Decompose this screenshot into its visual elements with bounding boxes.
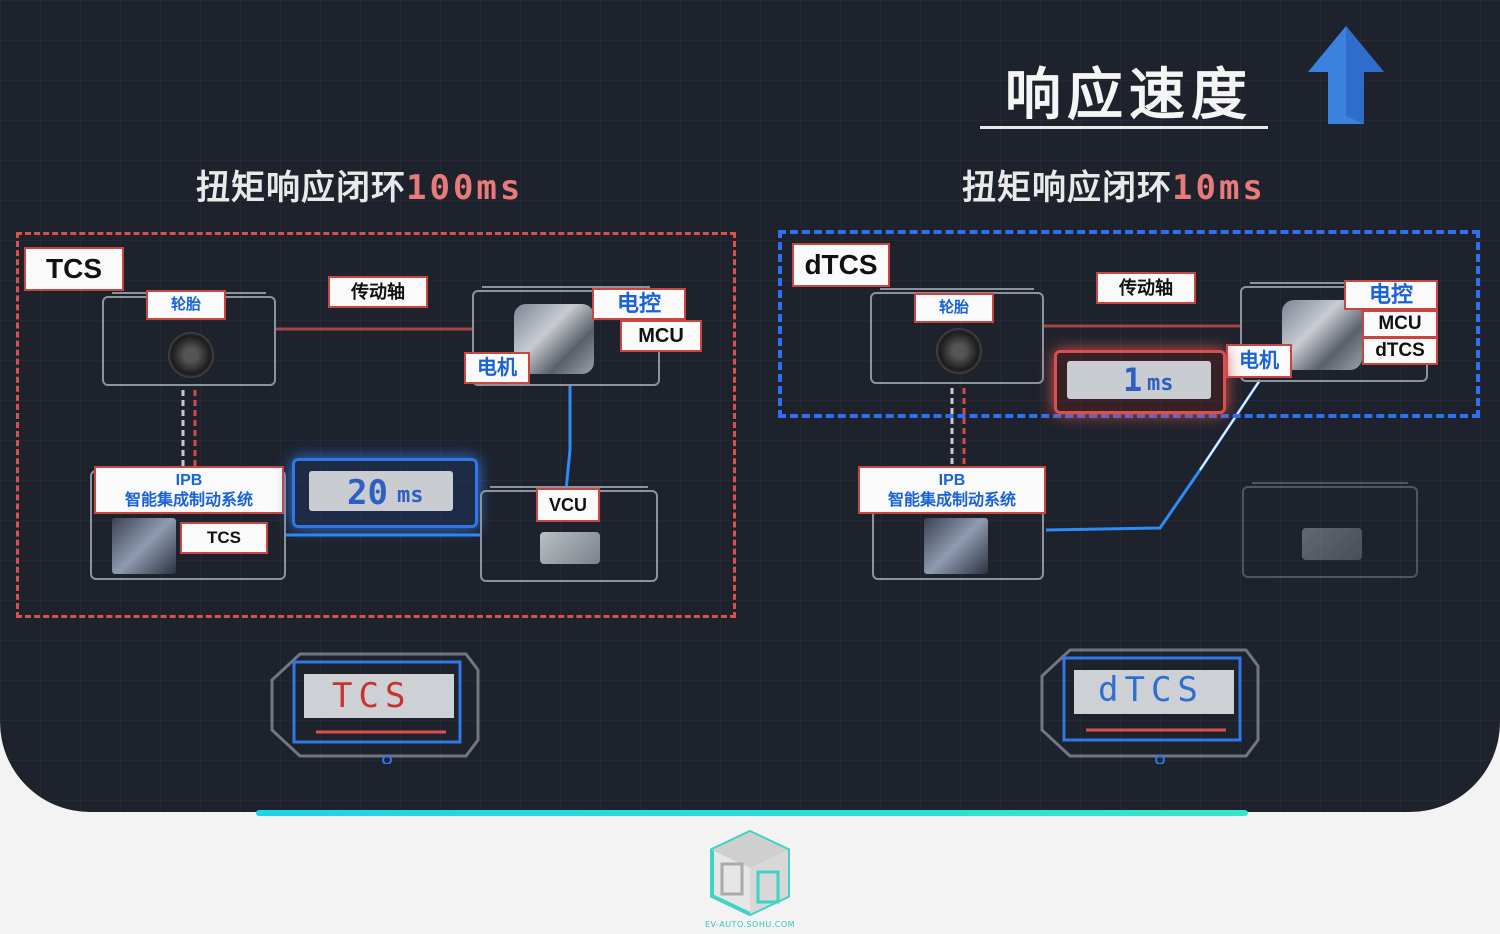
right-dtcs-label: dTCS (1362, 337, 1438, 365)
left-vcu-label: VCU (536, 488, 600, 522)
right-system-tag: dTCS (792, 243, 890, 287)
tire-icon (168, 332, 214, 378)
dtcs-button-frame (1040, 648, 1260, 764)
left-latency-display: 20 ms (309, 471, 453, 513)
left-latency-unit: ms (397, 483, 424, 508)
right-ipb-line2: 智能集成制动系统 (887, 492, 1016, 509)
left-mcu-label: MCU (620, 320, 702, 352)
ev-logo-icon (710, 829, 790, 917)
left-motor-label: 电机 (464, 352, 530, 384)
vcu-icon (540, 532, 600, 564)
left-system-tag: TCS (24, 247, 124, 291)
ipb-icon (924, 518, 988, 574)
right-title: 扭矩响应闭环10ms (962, 160, 1266, 209)
left-ipb-tcs-label: TCS (180, 522, 268, 554)
slide-background: 响应速度 扭矩响应闭环100ms 扭矩响应闭环10ms TCS 轮胎 传动轴 电… (0, 0, 1500, 812)
right-ecu-label: 电控 (1344, 280, 1438, 310)
left-latency-frame: 20 ms (292, 458, 478, 528)
left-tire-label: 轮胎 (146, 290, 226, 320)
right-shaft-label: 传动轴 (1096, 272, 1196, 304)
left-ipb-line1: IPB (175, 472, 203, 489)
title-underline (980, 126, 1268, 129)
progress-accent-bar (256, 810, 1248, 816)
right-title-prefix: 扭矩响应闭环 (962, 168, 1172, 208)
right-latency-display: 1 ms (1067, 361, 1211, 399)
right-ipb-label: IPB 智能集成制动系统 (858, 466, 1046, 514)
right-latency-frame: 1 ms (1054, 350, 1226, 414)
tcs-button[interactable]: TCS (266, 650, 480, 764)
right-mcu-label: MCU (1362, 310, 1438, 338)
right-motor-label: 电机 (1226, 344, 1292, 378)
dtcs-button[interactable]: dTCS (1036, 646, 1260, 764)
motor-icon (1282, 300, 1362, 370)
left-title-value: 100ms (406, 168, 524, 208)
tcs-button-label: TCS (332, 676, 412, 716)
right-system-boundary (778, 230, 1480, 418)
left-title: 扭矩响应闭环100ms (196, 160, 523, 209)
right-latency-value: 1 (1123, 361, 1143, 399)
vcu-icon (1302, 528, 1362, 560)
dtcs-button-label: dTCS (1098, 670, 1204, 710)
tire-icon (936, 328, 982, 374)
tcs-button-frame (270, 652, 480, 764)
left-system-boundary (16, 232, 736, 618)
connection-lines (181, 324, 1262, 537)
up-arrow-icon (1308, 26, 1384, 124)
page-title: 响应速度 (1005, 63, 1253, 128)
left-shaft-label: 传动轴 (328, 276, 428, 308)
logo-text: EV-AUTO.SOHU.COM (704, 920, 796, 929)
right-title-value: 10ms (1172, 168, 1266, 208)
left-ipb-label: IPB 智能集成制动系统 (94, 466, 284, 514)
left-ecu-label: 电控 (592, 288, 686, 320)
right-latency-unit: ms (1147, 371, 1174, 396)
left-latency-value: 20 (347, 473, 388, 513)
right-vcu-module-faded (1242, 482, 1418, 578)
left-ipb-line2: 智能集成制动系统 (124, 492, 253, 509)
ipb-icon (112, 518, 176, 574)
left-title-prefix: 扭矩响应闭环 (196, 168, 406, 208)
right-tire-label: 轮胎 (914, 293, 994, 323)
right-ipb-line1: IPB (938, 472, 966, 489)
